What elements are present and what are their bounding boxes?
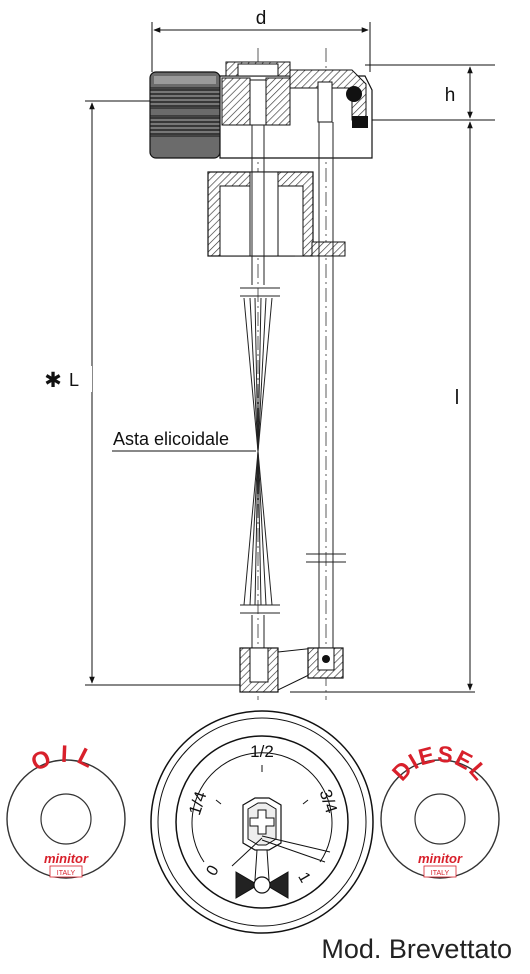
oil-badge: OIL minitor ITALY: [6, 741, 126, 879]
cap-body: [149, 71, 221, 159]
oil-badge-brand: minitor: [44, 851, 89, 866]
dimension-h-label: h: [445, 85, 456, 106]
dimension-l-label: l: [455, 387, 459, 409]
float-housing: [207, 171, 346, 257]
dimension-L-label: L: [69, 370, 79, 390]
guide-rod: [295, 122, 346, 648]
cap-assembly: [149, 61, 373, 159]
annotation-label: Asta elicoidale: [113, 429, 229, 449]
diesel-badge-hole: [414, 793, 466, 845]
footer-caption: Mod. Brevettato: [321, 934, 512, 964]
gauge-label-half: 1/2: [250, 742, 274, 761]
dimension-l: l: [290, 121, 475, 693]
bottom-block: [239, 647, 344, 693]
asterisk-icon: ✱: [44, 369, 62, 392]
dimension-L: ✱ L: [40, 100, 240, 686]
diesel-badge-country: ITALY: [431, 870, 450, 877]
gauge-dial: 1/2 1/4 3/4 0 1: [150, 710, 374, 934]
helical-rod-annotation: Asta elicoidale: [112, 429, 256, 452]
diesel-badge-brand: minitor: [418, 851, 463, 866]
helical-rod: [240, 125, 280, 648]
dimension-h: h: [360, 64, 495, 121]
oil-badge-country: ITALY: [57, 870, 76, 877]
diesel-badge: DIESEL minitor ITALY: [380, 740, 500, 879]
ball-icon: [346, 86, 362, 102]
dimension-d: d: [151, 8, 371, 72]
dimension-d-label: d: [256, 8, 267, 29]
oil-badge-hole: [40, 793, 92, 845]
